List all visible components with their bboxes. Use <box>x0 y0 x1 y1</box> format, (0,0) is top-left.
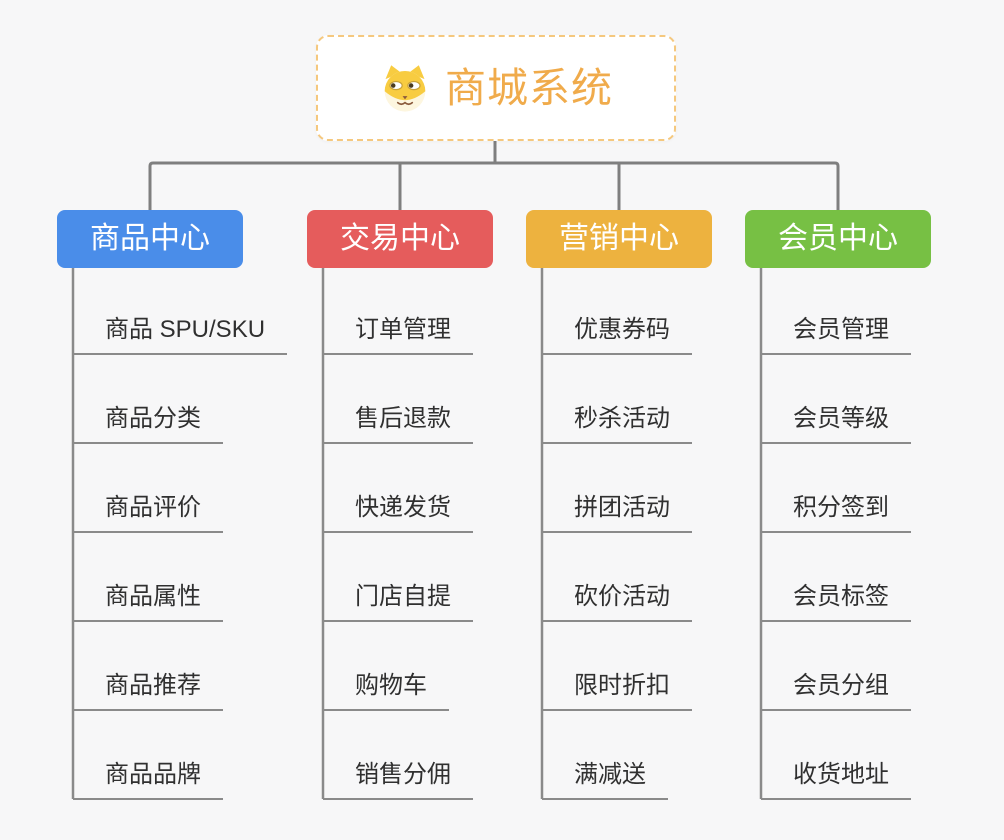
child-item[interactable]: 拼团活动 <box>542 491 692 533</box>
child-item[interactable]: 商品分类 <box>73 402 223 444</box>
root-title: 商城系统 <box>445 64 613 111</box>
child-item[interactable]: 积分签到 <box>761 491 911 533</box>
child-item[interactable]: 商品推荐 <box>73 669 223 711</box>
child-item[interactable]: 满减送 <box>542 758 668 800</box>
child-item[interactable]: 会员管理 <box>761 313 911 355</box>
branch-node[interactable]: 会员中心 <box>745 210 931 268</box>
child-item[interactable]: 订单管理 <box>323 313 473 355</box>
child-item[interactable]: 销售分佣 <box>323 758 473 800</box>
child-item[interactable]: 优惠券码 <box>542 313 692 355</box>
child-item[interactable]: 快递发货 <box>323 491 473 533</box>
child-item[interactable]: 会员标签 <box>761 580 911 622</box>
child-item[interactable]: 会员等级 <box>761 402 911 444</box>
child-item[interactable]: 售后退款 <box>323 402 473 444</box>
root-node[interactable]: 商城系统 <box>316 35 676 141</box>
branch-node[interactable]: 交易中心 <box>307 210 493 268</box>
child-item[interactable]: 会员分组 <box>761 669 911 711</box>
child-item[interactable]: 砍价活动 <box>542 580 692 622</box>
branch-node[interactable]: 营销中心 <box>526 210 712 268</box>
child-item[interactable]: 购物车 <box>323 669 449 711</box>
child-item[interactable]: 门店自提 <box>323 580 473 622</box>
child-item[interactable]: 商品评价 <box>73 491 223 533</box>
child-item[interactable]: 收货地址 <box>761 758 911 800</box>
child-item[interactable]: 秒杀活动 <box>542 402 692 444</box>
dog-face-icon <box>379 62 431 114</box>
child-item[interactable]: 商品属性 <box>73 580 223 622</box>
child-item[interactable]: 限时折扣 <box>542 669 692 711</box>
child-item[interactable]: 商品品牌 <box>73 758 223 800</box>
child-item[interactable]: 商品 SPU/SKU <box>73 313 288 355</box>
branch-node[interactable]: 商品中心 <box>57 210 243 268</box>
